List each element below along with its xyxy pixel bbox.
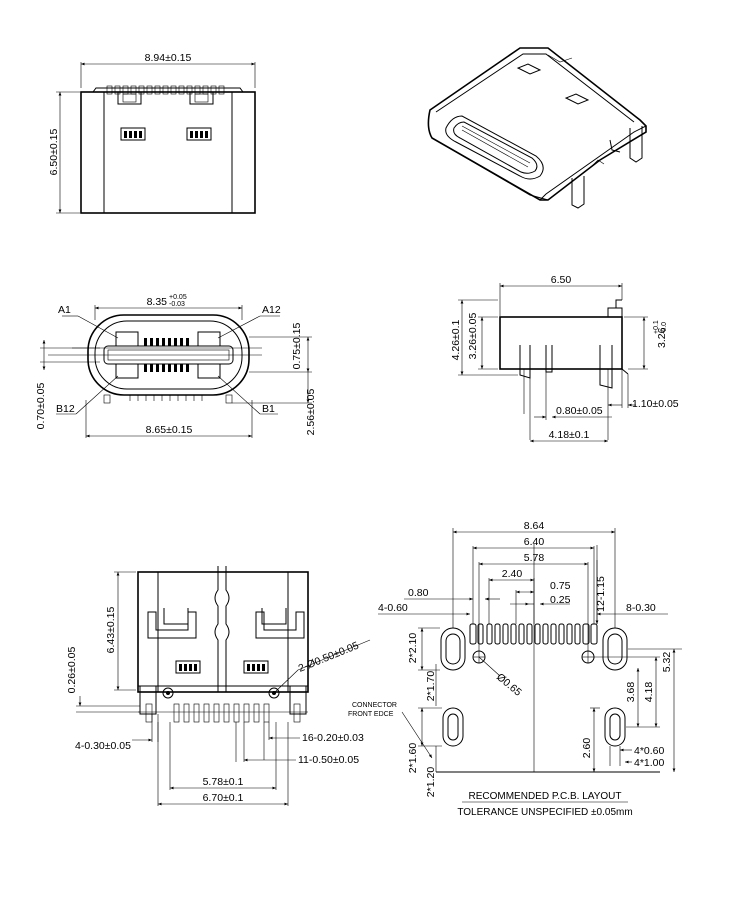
front-dim-070: 0.70±0.05 bbox=[35, 383, 47, 430]
pcb-dim-2x160: 2*1.60 bbox=[407, 743, 419, 774]
side-width-dim: 6.50 bbox=[551, 274, 572, 286]
pcb-dim-4x100: 4*1.00 bbox=[634, 757, 665, 769]
pcb-dim-2x170: 2*1.70 bbox=[425, 671, 437, 702]
front-bottom-width-dim: 8.65±0.15 bbox=[146, 424, 193, 436]
pcb-dim-864: 8.64 bbox=[524, 520, 545, 532]
bottom-dim-578: 5.78±0.1 bbox=[203, 776, 244, 788]
front-width-dim: 8.35 bbox=[147, 296, 168, 308]
side-dim-326b-tol-upper: +0.1 bbox=[653, 320, 660, 334]
side-view: 6.50 4.26±0.1 3.26±0.05 3.26 +0.1 -0.0 1… bbox=[450, 274, 679, 443]
bottom-dim-11x050: 11-0.50±0.05 bbox=[298, 754, 359, 766]
front-dim-256: 2.56±0.05 bbox=[305, 389, 317, 436]
top-window-right bbox=[186, 127, 212, 141]
pcb-layout: CONNECTOR FRONT EDCE 8.64 6.40 5.78 2.40… bbox=[348, 520, 682, 818]
pcb-tolerance: TOLERANCE UNSPECIFIED ±0.05mm bbox=[457, 807, 632, 818]
top-view: 8.94±0.15 6.50±0.15 bbox=[48, 52, 256, 214]
bottom-window-left bbox=[175, 660, 201, 674]
front-leads bbox=[103, 394, 233, 404]
pcb-dim-12x115: 12-1.15 bbox=[595, 576, 607, 612]
isometric-view bbox=[427, 47, 647, 209]
pcb-dim-4x060: 4*0.60 bbox=[634, 745, 665, 757]
pcb-dim-2x120: 2*1.20 bbox=[425, 767, 437, 798]
pcb-dim-2x210: 2*2.10 bbox=[407, 633, 419, 664]
side-dim-080: 0.80±0.05 bbox=[556, 405, 603, 417]
connector-label-2: FRONT EDCE bbox=[348, 711, 394, 718]
side-dim-110: 1.10±0.05 bbox=[632, 398, 679, 410]
bottom-dim-670: 6.70±0.1 bbox=[203, 792, 244, 804]
pcb-dim-578: 5.78 bbox=[524, 552, 545, 564]
front-view: 8.35 +0.05 -0.03 A1 A12 B12 B1 0.75±0.15… bbox=[35, 294, 317, 438]
pcb-dim-368: 3.68 bbox=[625, 682, 637, 703]
pcb-dim-075: 0.75 bbox=[550, 580, 571, 592]
front-width-tol-upper: +0.05 bbox=[169, 294, 187, 301]
side-dim-426: 4.26±0.1 bbox=[450, 319, 462, 360]
bottom-dim-holes: 2-Ø0.50±0.05 bbox=[297, 640, 361, 675]
label-b12: B12 bbox=[56, 403, 75, 415]
pcb-pads bbox=[469, 623, 598, 645]
bottom-terminals bbox=[145, 703, 301, 723]
top-width-dim: 8.94±0.15 bbox=[145, 52, 192, 64]
pcb-dim-065: Ø0.65 bbox=[494, 671, 524, 699]
side-dim-418: 4.18±0.1 bbox=[549, 429, 590, 441]
bottom-window-right bbox=[243, 660, 269, 674]
side-dim-326b: 3.26 bbox=[656, 327, 668, 348]
bottom-view: 6.43±0.15 0.26±0.05 2-Ø0.50±0.05 4-0.30±… bbox=[66, 566, 371, 806]
front-contacts-top bbox=[115, 331, 221, 347]
side-dim-326: 3.26±0.05 bbox=[467, 313, 479, 360]
label-b1: B1 bbox=[262, 403, 275, 415]
pcb-dim-640: 6.40 bbox=[524, 536, 545, 548]
bottom-dim-026: 0.26±0.05 bbox=[66, 647, 78, 694]
top-window-left bbox=[120, 127, 146, 141]
front-contacts-bottom bbox=[115, 363, 221, 379]
label-a1: A1 bbox=[58, 304, 71, 316]
pcb-dim-418: 4.18 bbox=[643, 682, 655, 703]
pcb-dim-8x030: 8-0.30 bbox=[626, 602, 656, 614]
side-dim-326b-tol-lower: -0.0 bbox=[661, 322, 668, 334]
connector-label-1: CONNECTOR bbox=[352, 702, 397, 709]
bottom-dim-4x030: 4-0.30±0.05 bbox=[75, 740, 131, 752]
front-width-tol-lower: -0.03 bbox=[169, 301, 185, 308]
pcb-dim-260: 2.60 bbox=[581, 738, 593, 759]
pcb-dim-4x060-top: 4-0.60 bbox=[378, 602, 408, 614]
front-dim-075: 0.75±0.15 bbox=[291, 323, 303, 370]
pcb-dim-240: 2.40 bbox=[502, 568, 523, 580]
pcb-title: RECOMMENDED P.C.B. LAYOUT bbox=[469, 791, 622, 802]
bottom-dim-16x020: 16-0.20±0.03 bbox=[302, 732, 364, 744]
bottom-dim-643: 6.43±0.15 bbox=[105, 607, 117, 654]
top-height-dim: 6.50±0.15 bbox=[48, 129, 60, 176]
label-a12: A12 bbox=[262, 304, 281, 316]
pcb-dim-025: 0.25 bbox=[550, 594, 571, 606]
pcb-dim-532: 5.32 bbox=[661, 652, 673, 673]
top-pin-row bbox=[106, 85, 225, 95]
pcb-dim-080: 0.80 bbox=[408, 587, 429, 599]
